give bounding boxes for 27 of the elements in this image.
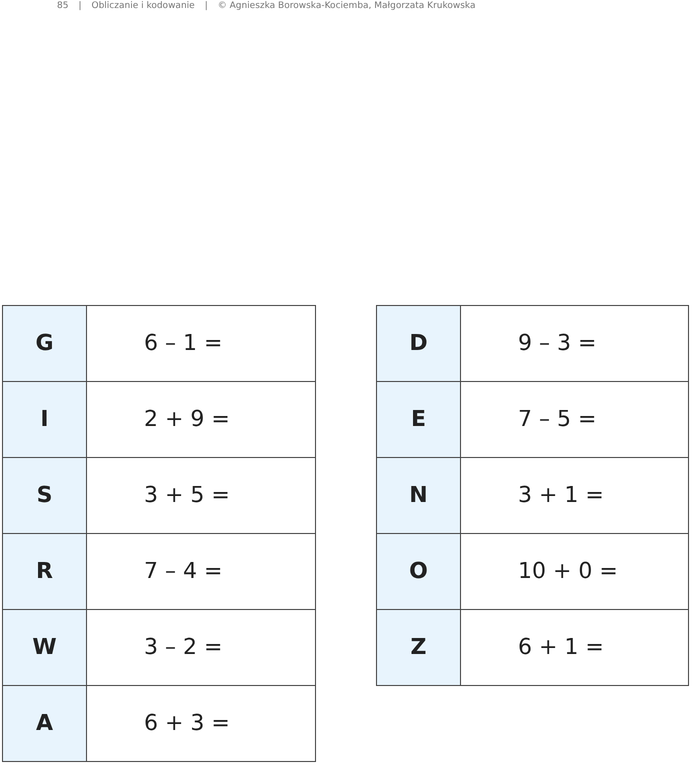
letter-cell: A xyxy=(2,686,86,762)
letter-cell: Z xyxy=(376,610,460,686)
letter-cell: E xyxy=(376,382,460,458)
equation-cell: 2 + 9 = xyxy=(86,382,316,458)
equation-cell: 3 + 5 = xyxy=(86,458,316,534)
page-number: 85 xyxy=(57,1,68,12)
equation-cell: 6 – 1 = xyxy=(86,306,316,382)
letter-cell: R xyxy=(2,534,86,610)
letter-cell: S xyxy=(2,458,86,534)
letter-cell: I xyxy=(2,382,86,458)
letter-cell: G xyxy=(2,306,86,382)
header-text: Obliczanie i kodowanie xyxy=(92,1,195,12)
letter-cell: W xyxy=(2,610,86,686)
equation-cell: 9 – 3 = xyxy=(460,306,688,382)
equation-cell: 3 + 1 = xyxy=(460,458,688,534)
equation-cell: 3 – 2 = xyxy=(86,610,316,686)
letter-cell: D xyxy=(376,306,460,382)
header-text: © Agnieszka Borowska-Kociemba, Małgorzata Krukowska xyxy=(218,1,476,12)
letter-cell: O xyxy=(376,534,460,610)
equation-cell: 7 – 4 = xyxy=(86,534,316,610)
equation-cell: 10 + 0 = xyxy=(460,534,688,610)
separator: | xyxy=(204,1,208,12)
equation-cell: 6 + 1 = xyxy=(460,610,688,686)
letter-cell: N xyxy=(376,458,460,534)
equation-cell: 6 + 3 = xyxy=(86,686,316,762)
separator: | xyxy=(78,1,82,12)
equation-cell: 7 – 5 = xyxy=(460,382,688,458)
